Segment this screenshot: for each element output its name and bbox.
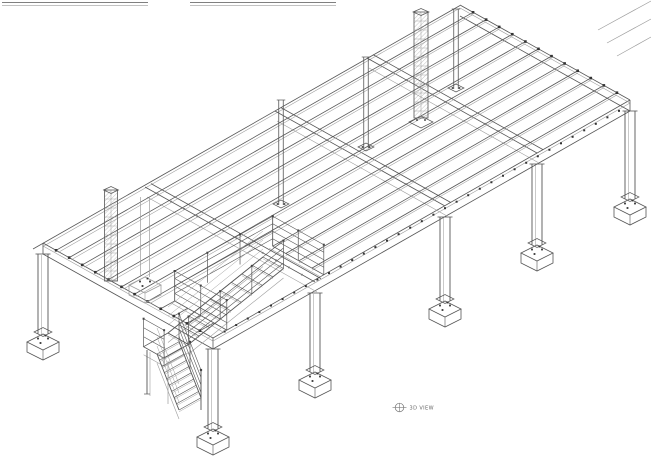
cutoff-upper-beams <box>2 0 651 57</box>
footings <box>26 198 647 456</box>
joist-end-ticks <box>54 11 620 333</box>
railings <box>142 215 325 410</box>
floor-joists <box>55 11 618 332</box>
columns <box>33 110 640 432</box>
deck-edge-beams <box>32 4 631 350</box>
cross-girders <box>144 54 544 293</box>
view-title-label: 3D VIEW <box>410 406 434 412</box>
view-title: 3D VIEW <box>392 402 434 413</box>
wall-studs-and-posts <box>102 8 465 282</box>
